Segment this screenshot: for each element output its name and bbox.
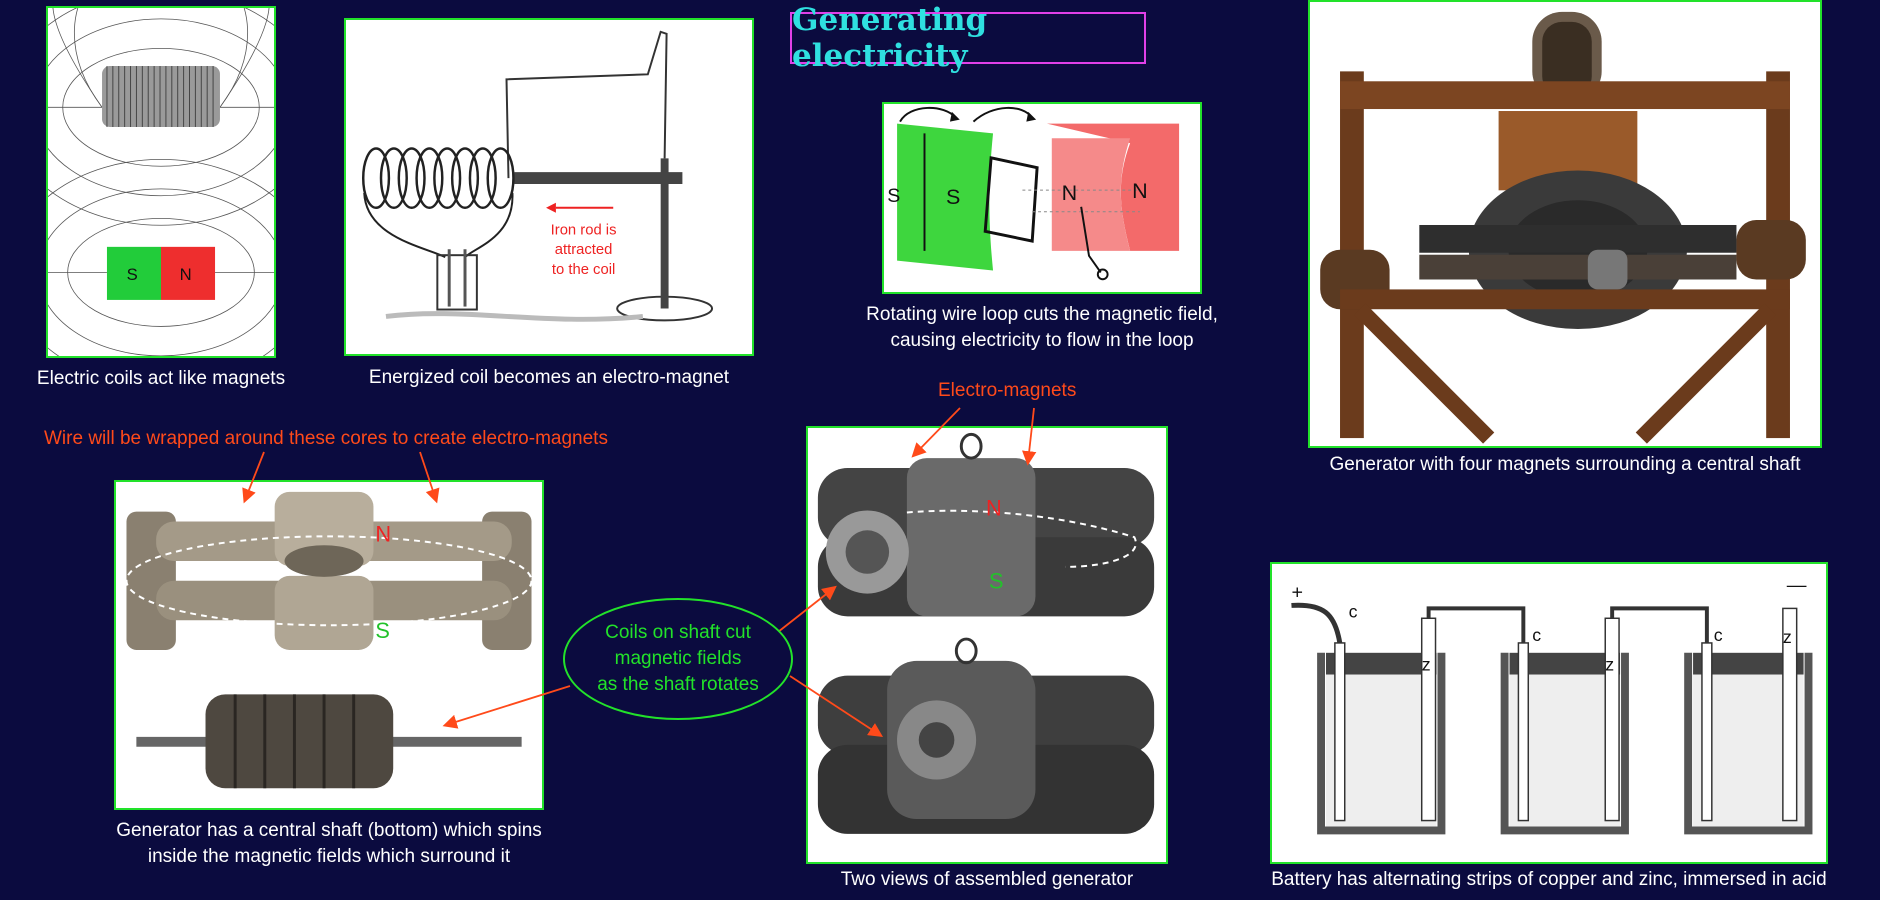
iron-rod-note-2: attracted bbox=[555, 242, 613, 258]
bar-magnet-north bbox=[161, 246, 216, 300]
rotating-loop-diagram: S S N N bbox=[882, 102, 1202, 294]
caption-frame-generator: Generator with four magnets surrounding … bbox=[1329, 454, 1801, 475]
caption-cores: Generator has a central shaft (bottom) w… bbox=[116, 820, 542, 867]
caption-coils: Electric coils act like magnets bbox=[36, 368, 286, 389]
copper-label-1: c bbox=[1349, 601, 1358, 621]
copper-label-2: c bbox=[1532, 625, 1541, 645]
core-s-label: S bbox=[375, 618, 390, 643]
zinc-label-2: z bbox=[1605, 655, 1614, 675]
assembled-s-label: S bbox=[989, 569, 1004, 594]
battery-minus-label: — bbox=[1787, 575, 1807, 597]
electromagnet-drawing: Iron rod is attracted to the coil bbox=[361, 30, 714, 322]
zinc-label-1: z bbox=[1422, 655, 1431, 675]
caption-battery: Battery has alternating strips of copper… bbox=[1271, 869, 1827, 890]
caption-electromagnet: Energized coil becomes an electro-magnet bbox=[368, 367, 730, 388]
iron-rod-note-1: Iron rod is bbox=[551, 222, 617, 238]
battery-plus-label: + bbox=[1291, 582, 1303, 604]
iron-rod-note-3: to the coil bbox=[552, 262, 615, 278]
shaft-callout: Coils on shaft cut magnetic fields as th… bbox=[563, 598, 793, 720]
page-title-box: Generating electricity bbox=[790, 2, 1146, 74]
cores-heading: Wire will be wrapped around these cores … bbox=[44, 428, 608, 449]
magnet-n-label: N bbox=[180, 265, 192, 284]
bar-magnet-south bbox=[106, 246, 161, 300]
caption-assembled: Two views of assembled generator bbox=[840, 869, 1134, 890]
loop-n-inner-label: N bbox=[1062, 181, 1078, 205]
battery-diagram: + — c z c z c z bbox=[1270, 562, 1828, 864]
copper-label-3: c bbox=[1714, 625, 1723, 645]
assembled-n-label: N bbox=[986, 495, 1002, 520]
frame-generator-photo bbox=[1308, 0, 1822, 448]
core-n-label: N bbox=[375, 521, 391, 546]
magnet-s-label: S bbox=[127, 265, 138, 284]
electro-magnets-heading: Electro-magnets bbox=[938, 380, 1077, 401]
assembled-drawing: N S bbox=[808, 428, 1166, 862]
loop-n-label: N bbox=[1132, 179, 1148, 203]
zinc-label-3: z bbox=[1783, 627, 1792, 647]
frame-generator-drawing bbox=[1310, 2, 1820, 446]
caption-loop: Rotating wire loop cuts the magnetic fie… bbox=[866, 304, 1218, 351]
assembled-generator-drawing: N S bbox=[806, 426, 1168, 864]
loop-s-left-label: S bbox=[887, 185, 900, 207]
coil-field-diagram: S N bbox=[46, 6, 276, 358]
coil-cylinder bbox=[102, 66, 220, 127]
field-lines-drawing: S N bbox=[48, 8, 274, 356]
electromagnet-apparatus: Iron rod is attracted to the coil bbox=[344, 18, 754, 356]
page-title: Generating electricity bbox=[792, 2, 988, 74]
battery-drawing: + — c z c z c z bbox=[1291, 575, 1813, 835]
rotating-loop-drawing: S S N N bbox=[887, 106, 1180, 281]
loop-s-label: S bbox=[946, 185, 960, 209]
cores-and-shaft-drawing: N S bbox=[114, 480, 544, 810]
cores-drawing: N S bbox=[116, 482, 542, 808]
